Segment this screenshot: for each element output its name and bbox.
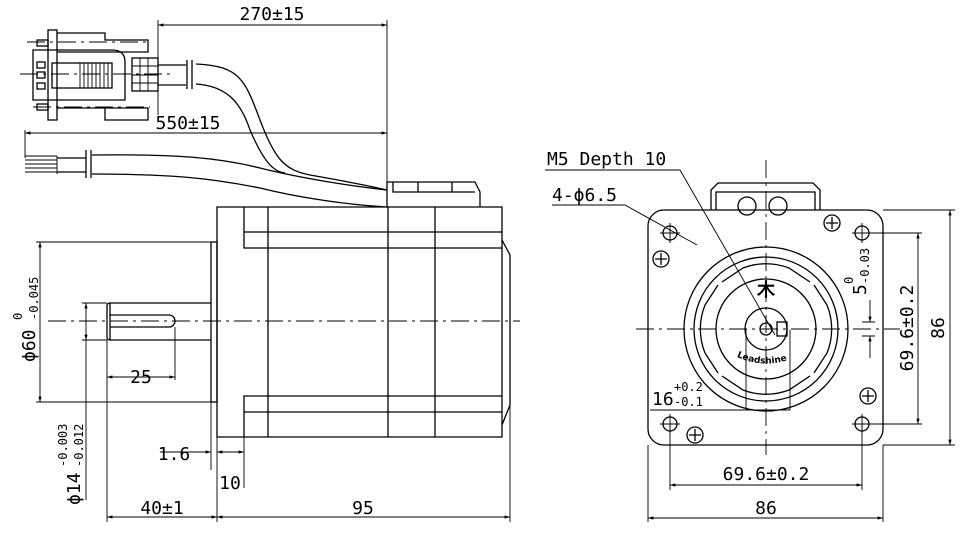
- front-connector: [710, 182, 821, 210]
- dimensions-front: [647, 209, 955, 522]
- motor-connector: [386, 181, 481, 207]
- svg-text:16: 16: [652, 389, 674, 410]
- dim-phi60: ϕ60 0 -0.045: [11, 277, 41, 362]
- leader-lines: [545, 169, 776, 336]
- side-view: 270±15 550±15 25 1.6 10 40±1 95 ϕ60 0 -0…: [11, 4, 520, 522]
- svg-text:-0.03: -0.03: [858, 248, 872, 284]
- dimensions-side: [24, 20, 511, 522]
- dim-40: 40±1: [140, 498, 183, 519]
- mount-holes-note: 4-ϕ6.5: [552, 185, 617, 206]
- svg-text:-0.045: -0.045: [27, 277, 41, 320]
- svg-text:ϕ60: ϕ60: [19, 329, 40, 362]
- tapped-hole-note: M5 Depth 10: [547, 149, 666, 170]
- db-connector: [20, 29, 193, 121]
- dim-270: 270±15: [239, 4, 304, 25]
- dim-hole-spacing-v: 69.6±0.2: [897, 285, 918, 372]
- dim-550: 550±15: [155, 113, 220, 134]
- flange-plate: [647, 209, 884, 446]
- dim-hole-spacing-h: 69.6±0.2: [723, 464, 810, 485]
- motor-body: [106, 206, 511, 438]
- svg-text:5: 5: [850, 284, 871, 295]
- dim-width-86: 86: [755, 498, 777, 519]
- screws: [652, 214, 877, 444]
- svg-text:-0.003: -0.003: [56, 424, 70, 467]
- svg-text:0: 0: [842, 277, 856, 284]
- logo-text: Leadshine: [735, 350, 787, 366]
- dim-95: 95: [352, 498, 374, 519]
- dim-key-width: 5 0 -0.03: [842, 248, 872, 295]
- dim-10: 10: [219, 473, 241, 494]
- dim-phi14: ϕ14 -0.003 -0.012: [56, 424, 86, 505]
- svg-text:-0.1: -0.1: [674, 395, 703, 409]
- dim-height-86: 86: [928, 317, 949, 339]
- front-view: ⽊ Leadshine M5 Depth 10 4-ϕ6.5 69.6±0.2 …: [545, 149, 955, 522]
- dim-1.6: 1.6: [158, 444, 191, 465]
- svg-text:+0.2: +0.2: [674, 380, 703, 394]
- svg-text:ϕ14: ϕ14: [64, 472, 85, 505]
- svg-text:0: 0: [11, 313, 25, 320]
- svg-text:-0.012: -0.012: [72, 424, 86, 467]
- lead-wires: [25, 155, 58, 174]
- dim-key-height: 16 +0.2 -0.1: [652, 380, 703, 410]
- dim-25: 25: [130, 367, 152, 388]
